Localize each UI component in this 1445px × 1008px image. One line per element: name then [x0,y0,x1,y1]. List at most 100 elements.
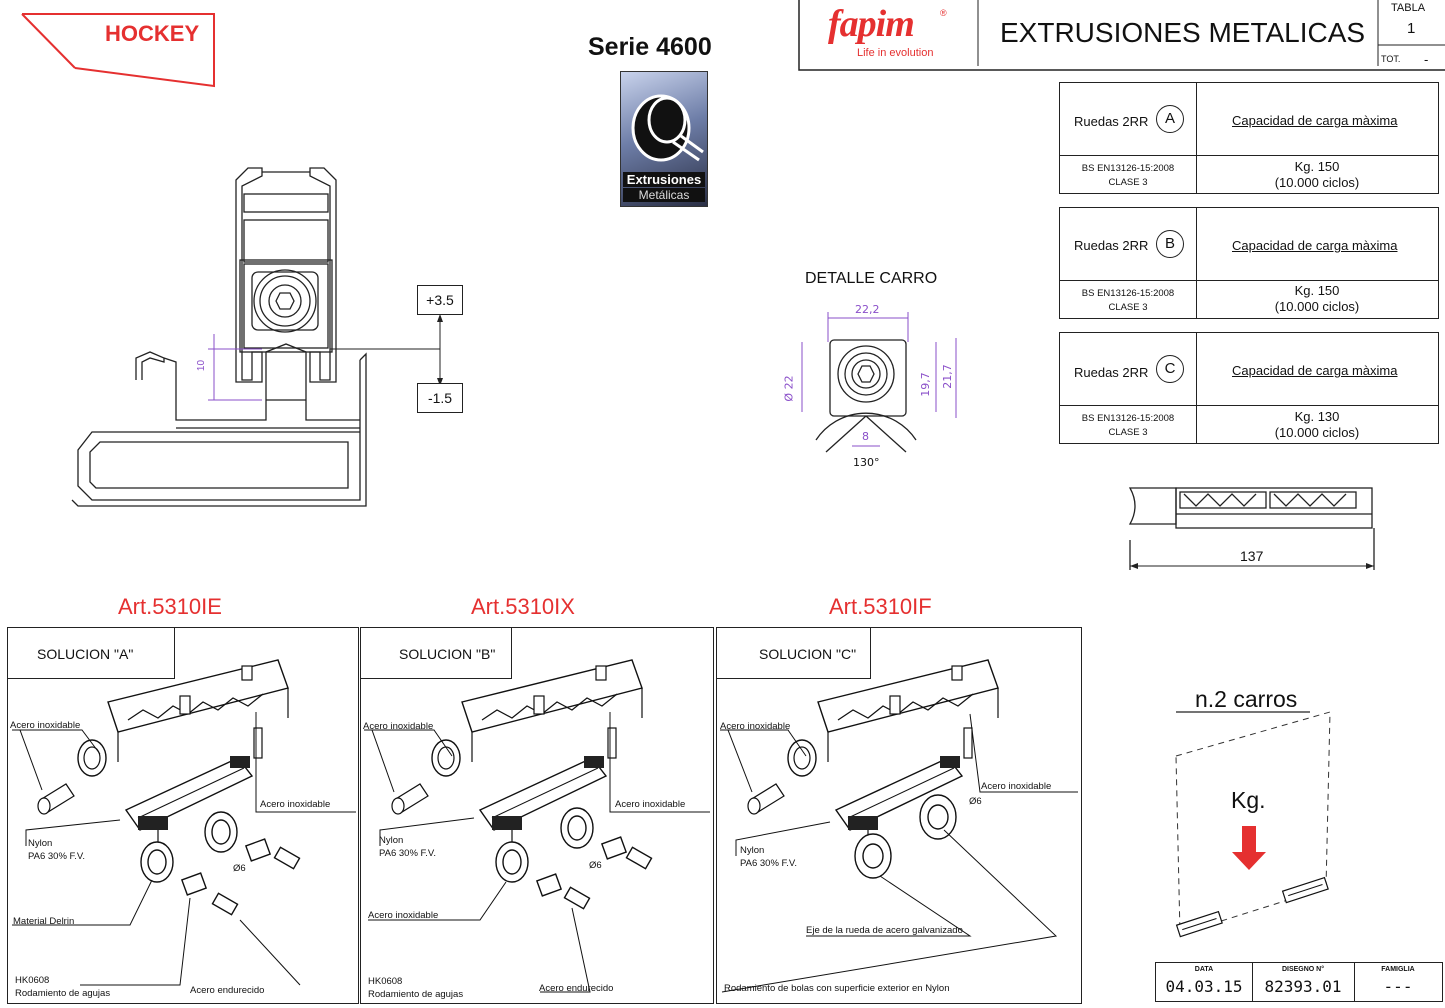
note-a-hardened: Acero endurecido [190,985,265,996]
note-a-delrin: Material Delrin [13,916,75,927]
dim-137: 137 [1240,548,1264,564]
solution-b-label: SOLUCION "B" [361,628,512,679]
dim-plus-box: +3.5 [417,285,463,315]
article-title-c: Art.5310IF [829,594,932,619]
fapim-logo: fapim [828,3,915,45]
badge-line1: Extrusiones [623,172,705,187]
note-b-nylon: Nylon [379,835,404,846]
tot-label: TOT. [1381,54,1401,64]
load-table-c-letter: C [1156,355,1184,383]
carriage-side-view [1128,487,1375,570]
article-title-b: Art.5310IX [471,594,575,619]
load-table-b-std2: CLASE 3 [1108,302,1148,313]
note-c-nylon: Nylon [740,845,765,856]
footer-date-label: DATA [1194,966,1214,973]
footer-family-label: FAMIGLIA [1381,966,1415,973]
solution-a-label: SOLUCION "A" [8,628,175,679]
load-table-c: Ruedas 2RR C Capacidad de carga màxima B… [1059,332,1439,444]
load-table-a-std1: BS EN13126-15:2008 [1081,163,1175,174]
note-a-inox-1: Acero inoxidable [10,720,81,731]
note-a-phi6: Ø6 [233,863,246,874]
header-frame [798,0,1445,71]
load-table-b-kg-value: Kg. 150 [1294,283,1340,298]
load-table-a-label: Ruedas 2RR [1074,114,1149,129]
fapim-registered: ® [940,8,947,18]
carros-kg: Kg. [1231,787,1266,813]
note-c-ball-bearing: Rodamiento de bolas con superficie exter… [724,983,950,994]
solution-c-label: SOLUCION "C" [717,628,871,679]
load-table-a-kg: Kg. 150 (10.000 ciclos) [1196,159,1438,191]
note-b-pa6: PA6 30% F.V. [379,848,437,859]
load-table-b: Ruedas 2RR B Capacidad de carga màxima B… [1059,207,1439,319]
tube-logo-icon [631,94,704,162]
load-table-c-label: Ruedas 2RR [1074,365,1149,380]
badge-line2: Metálicas [623,188,705,202]
note-c-pa6: PA6 30% F.V. [740,858,798,869]
article-title-a: Art.5310IE [118,594,222,619]
footer-box: DATA 04.03.15 DISEGNO N° 82393.01 FAMIGL… [1155,962,1443,1002]
carro-dim-8: 8 [862,430,869,443]
carro-detail-drawing [801,312,957,453]
load-table-a-cycles: (10.000 ciclos) [1274,175,1360,190]
load-table-b-std: BS EN13126-15:2008 CLASE 3 [1060,287,1196,315]
hockey-logo-text: HOCKEY [105,21,200,46]
load-table-c-kg-value: Kg. 130 [1294,409,1340,424]
carro-dim-22-2: 22,2 [855,303,880,316]
footer-date: 04.03.15 [1165,977,1243,996]
note-c-inox-2: Acero inoxidable [981,781,1052,792]
document-title: EXTRUSIONES METALICAS [1000,17,1366,48]
load-table-a-capacity: Capacidad de carga màxima [1232,113,1398,128]
note-c-phi6: Ø6 [969,796,982,807]
load-table-b-letter: B [1156,230,1184,258]
load-table-b-std1: BS EN13126-15:2008 [1081,288,1175,299]
load-table-c-kg: Kg. 130 (10.000 ciclos) [1196,409,1438,441]
load-table-b-capacity: Capacidad de carga màxima [1232,238,1398,253]
dim-minus-box: -1.5 [417,383,463,413]
footer-design: 82393.01 [1264,977,1342,996]
load-table-c-cycles: (10.000 ciclos) [1274,425,1360,440]
note-a-needle-bearing: Rodamiento de agujas [15,988,111,999]
note-b-needle-bearing: Rodamiento de agujas [368,989,464,1000]
dim-plus-value: +3.5 [426,292,454,308]
load-table-a-letter: A [1156,105,1184,133]
note-b-inox-3: Acero inoxidable [368,910,439,921]
note-b-hardened: Acero endurecido [539,983,614,994]
note-b-inox-1: Acero inoxidable [363,721,434,732]
carro-detail-title: DETALLE CARRO [805,270,938,287]
dim-minus-value: -1.5 [427,390,453,406]
profile-section-drawing [71,167,443,507]
fapim-tagline: Life in evolution [857,47,934,59]
load-table-a: Ruedas 2RR A Capacidad de carga màxima B… [1059,82,1439,194]
solution-a-text: SOLUCION "A" [37,646,134,662]
load-table-c-std2: CLASE 3 [1108,427,1148,438]
note-a-inox-2: Acero inoxidable [260,799,331,810]
load-table-a-std2: CLASE 3 [1108,177,1148,188]
note-a-nylon: Nylon [28,838,53,849]
note-a-hk0608: HK0608 [15,975,50,986]
note-c-axle: Eje de la rueda de acero galvanizado [806,925,963,936]
load-table-b-kg: Kg. 150 (10.000 ciclos) [1196,283,1438,315]
load-table-c-capacity: Capacidad de carga màxima [1232,363,1398,378]
load-table-c-std: BS EN13126-15:2008 CLASE 3 [1060,412,1196,440]
note-b-phi6: Ø6 [589,860,602,871]
tabla-label: TABLA [1391,2,1426,14]
note-a-pa6: PA6 30% F.V. [28,851,86,862]
load-table-b-cycles: (10.000 ciclos) [1274,299,1360,314]
solution-b-text: SOLUCION "B" [399,646,496,662]
extrusiones-badge: Extrusiones Metálicas [620,71,708,207]
note-b-inox-2: Acero inoxidable [615,799,686,810]
series-title: Serie 4600 [588,33,712,61]
note-c-inox-1: Acero inoxidable [720,721,791,732]
note-b-hk0608: HK0608 [368,976,403,987]
load-table-a-kg-value: Kg. 150 [1294,159,1340,174]
load-table-b-label: Ruedas 2RR [1074,238,1149,253]
load-table-c-std1: BS EN13126-15:2008 [1081,413,1175,424]
tot-value: - [1424,52,1429,67]
solution-c-text: SOLUCION "C" [759,646,857,662]
carros-title: n.2 carros [1195,686,1298,712]
hockey-logo-frame [21,13,215,88]
carro-angle-130: 130° [853,456,880,469]
exploded-views [12,659,1078,993]
load-table-a-std: BS EN13126-15:2008 CLASE 3 [1060,162,1196,190]
